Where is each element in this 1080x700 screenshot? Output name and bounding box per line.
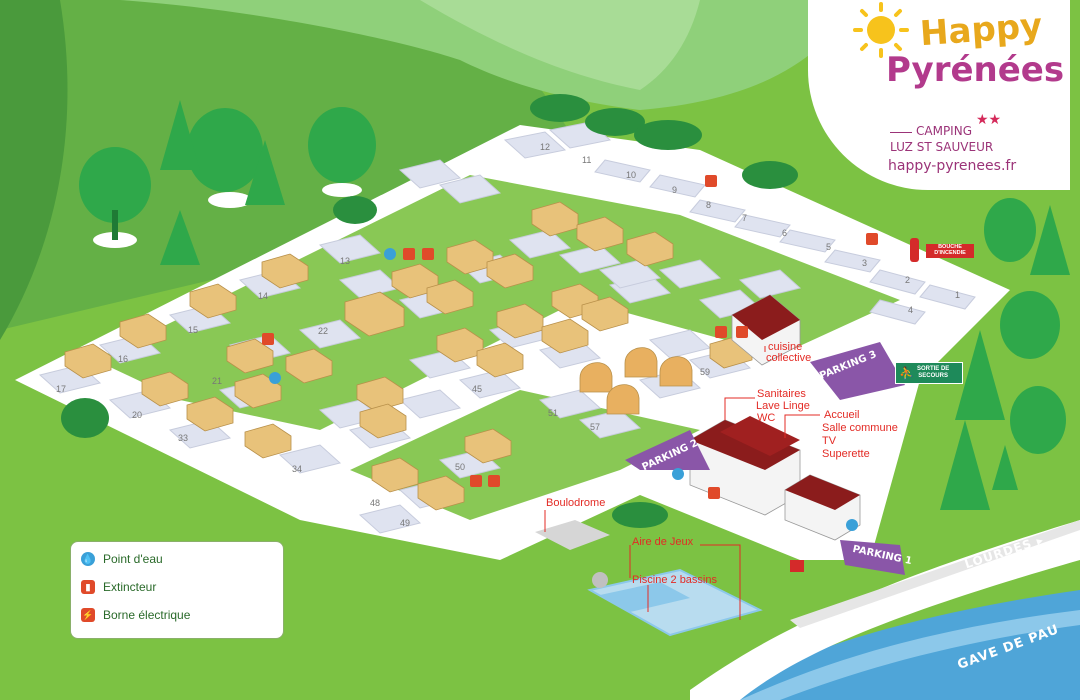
piscine-label: Piscine 2 bassins (632, 574, 717, 586)
trees (61, 94, 1070, 528)
accueil-label: Accueil (824, 409, 860, 421)
pitch-number: 17 (56, 384, 67, 394)
secours-line1: SORTIE DE (916, 366, 950, 372)
superette-label: Superette (822, 448, 870, 460)
tv-label: TV (822, 435, 837, 447)
pitch-number: 49 (400, 518, 411, 528)
pitch-number: 48 (370, 498, 381, 508)
playground-equipment (592, 572, 608, 588)
main-road (690, 520, 1080, 700)
secours-line2: SECOURS (918, 373, 948, 379)
boulodrome-area (535, 520, 610, 550)
wc-label: WC (757, 412, 776, 424)
pitch-number: 21 (212, 376, 223, 386)
hill-shadow (0, 0, 68, 340)
legend-item: ▮ Extincteur (81, 580, 156, 594)
hill-peak (420, 0, 700, 90)
logo-divider (890, 132, 912, 133)
bouche-line1: BOUCHE (938, 244, 962, 250)
pitch-number: 12 (540, 142, 551, 152)
parking-2-area (625, 430, 710, 470)
pitch-number: 33 (178, 433, 189, 443)
pitch-number: 16 (118, 354, 129, 364)
fire-hydrant-sign: BOUCHE D'INCENDIE (926, 244, 974, 258)
main-road-edge (790, 520, 1080, 628)
pitch-number: 34 (292, 464, 303, 474)
amenity-markers (262, 175, 919, 572)
website-label: happy-pyrenees.fr (888, 158, 1017, 174)
happy-pyrenees-logo: Happy Pyrénées ★★ CAMPING LUZ ST SAUVEUR… (808, 0, 1070, 190)
legend-label: Point d'eau (103, 552, 163, 566)
pitch-number: 14 (258, 291, 269, 301)
pitch-number: 51 (548, 408, 559, 418)
legend-item: 💧 Point d'eau (81, 552, 163, 566)
bouche-line2: D'INCENDIE (934, 250, 966, 256)
pitch-number: 20 (132, 410, 143, 420)
exit-figure-icon: ⛹ (899, 365, 914, 380)
pitch-number: 8 (706, 200, 712, 210)
pitch-number: 50 (455, 462, 466, 472)
parking-1-area (840, 540, 905, 575)
pitch-number: 15 (188, 325, 199, 335)
water-drop-icon: 💧 (81, 552, 95, 566)
chalets (64, 201, 753, 511)
pitch-number: 2 (905, 275, 911, 285)
pitch-number: 3 (862, 258, 868, 268)
pitch-number: 13 (340, 256, 351, 266)
pitch-number: 7 (742, 213, 748, 223)
pitch-number: 11 (582, 155, 592, 165)
camping-stars: ★★ (976, 112, 1002, 128)
cuisine-label: cuisine (768, 341, 803, 353)
lave-linge-label: Lave Linge (756, 400, 810, 412)
legend-item: ⚡ Borne électrique (81, 608, 190, 622)
boulodrome-label: Boulodrome (546, 497, 606, 509)
river-gave (700, 590, 1080, 700)
legend-label: Borne électrique (103, 608, 191, 622)
river-highlight (740, 610, 1080, 700)
pitch-number: 59 (700, 367, 711, 377)
parking-3-area (810, 342, 905, 400)
aire-de-jeux-label: Aire de Jeux (632, 536, 694, 548)
legend-label: Extincteur (103, 580, 157, 594)
sanitaires-label: Sanitaires (757, 388, 806, 400)
pitch-number: 9 (672, 185, 678, 195)
pitch-number: 57 (590, 422, 601, 432)
pitch-number: 5 (826, 242, 832, 252)
hill-left (0, 0, 600, 330)
leader-lines (544, 346, 820, 620)
place-label: LUZ ST SAUVEUR (890, 140, 994, 154)
pool-area (587, 568, 763, 637)
pitch-number: 10 (626, 170, 637, 180)
brand-pyrenees: Pyrénées (886, 50, 1065, 90)
camping-label: CAMPING (916, 124, 972, 138)
collective-label: collective (766, 352, 812, 364)
pool-basin (600, 582, 690, 612)
pitch-number: 22 (318, 326, 329, 336)
pitch-number: 1 (955, 290, 961, 300)
pitch-number: 6 (782, 228, 788, 238)
pitch-number: 4 (908, 305, 914, 315)
electric-plug-icon: ⚡ (81, 608, 95, 622)
pitch-number: 45 (472, 384, 483, 394)
salle-commune-label: Salle commune (822, 422, 898, 434)
sun-icon (853, 2, 909, 58)
brand-happy: Happy (918, 5, 1044, 55)
extinguisher-icon: ▮ (81, 580, 95, 594)
map-legend: 💧 Point d'eau ▮ Extincteur ⚡ Borne élect… (70, 541, 284, 639)
emergency-exit-sign: ⛹ SORTIE DE SECOURS (895, 362, 963, 384)
